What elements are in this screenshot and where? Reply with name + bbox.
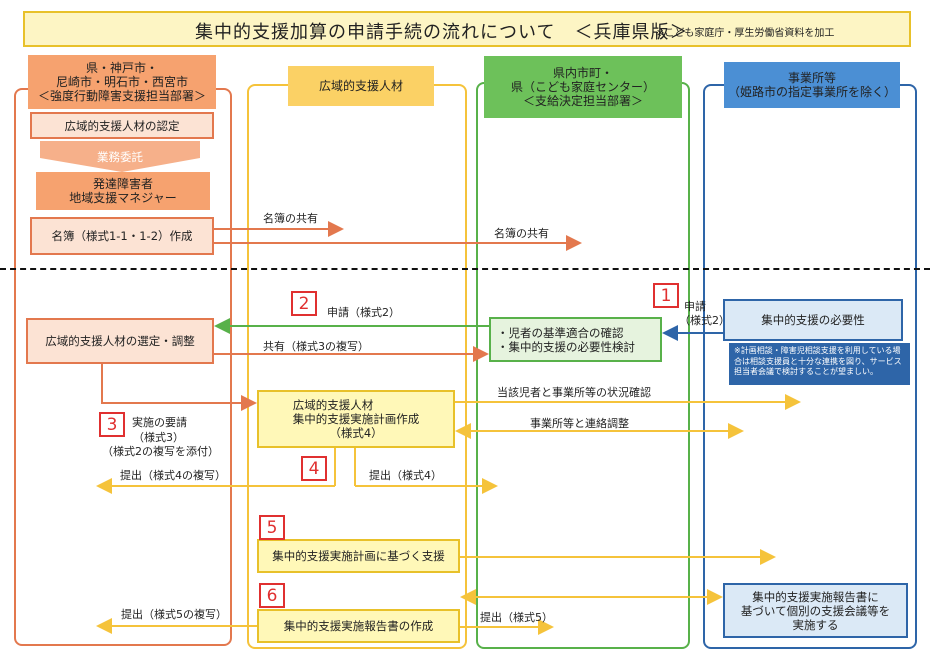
certify-box: 広域的支援人材の認定 bbox=[30, 112, 214, 139]
meeting-box: 集中的支援実施報告書に基づいて個別の支援会議等を実施する bbox=[723, 583, 908, 638]
label-submit-4: 提出（様式4） bbox=[369, 469, 442, 482]
lane-header-prefecture: 県・神戸市・尼崎市・明石市・西宮市＜強度行動障害支援担当部署＞ bbox=[28, 55, 216, 109]
lane-header-municipality: 県内市町・県（こども家庭センター）＜支給決定担当部署＞ bbox=[484, 56, 682, 118]
lane-header-support-staff: 広域的支援人材 bbox=[288, 66, 434, 106]
step-3-badge: 3 bbox=[99, 412, 125, 437]
label-request-3: （様式2の複写を添付） bbox=[102, 445, 219, 458]
label-apply-1a: 申請 bbox=[684, 300, 706, 313]
select-box: 広域的支援人材の選定・調整 bbox=[26, 318, 214, 364]
roster-box: 名簿（様式1-1・1-2）作成 bbox=[30, 217, 214, 255]
phase-divider bbox=[0, 268, 930, 270]
label-submit-5: 提出（様式5） bbox=[480, 611, 553, 624]
check-box: ・児者の基準適合の確認・集中的支援の必要性検討 bbox=[489, 317, 662, 362]
need-note: ※計画相談・障害児相談支援を利用している場合は相談支援員と十分な連携を図り、サー… bbox=[729, 343, 910, 385]
page-title: 集中的支援加算の申請手続の流れについて ＜兵庫県版＞ bbox=[195, 22, 689, 43]
lane-header-provider: 事業所等（姫路市の指定事業所を除く） bbox=[724, 62, 900, 108]
manager-header: 発達障害者地域支援マネジャー bbox=[36, 172, 210, 210]
step-1-badge: 1 bbox=[653, 283, 679, 308]
label-apply-1b: （様式2） bbox=[679, 314, 730, 327]
label-submit-4-copy: 提出（様式4の複写） bbox=[120, 469, 226, 482]
need-box: 集中的支援の必要性 bbox=[723, 299, 903, 341]
label-request-2: （様式3） bbox=[133, 431, 184, 444]
label-apply-2: 申請（様式2） bbox=[327, 306, 400, 319]
title-banner: 集中的支援加算の申請手続の流れについて ＜兵庫県版＞ ※こども家庭庁・厚生労働省… bbox=[23, 11, 911, 47]
step-5-badge: 5 bbox=[259, 515, 285, 540]
trust-label: 業務委託 bbox=[97, 150, 143, 164]
label-share-2: 名簿の共有 bbox=[494, 227, 549, 240]
label-request-1: 実施の要請 bbox=[132, 416, 187, 429]
label-share-3: 共有（様式3の複写） bbox=[263, 340, 369, 353]
label-coord: 事業所等と連絡調整 bbox=[530, 417, 629, 430]
label-status: 当該児者と事業所等の状況確認 bbox=[497, 386, 651, 399]
step-4-badge: 4 bbox=[301, 456, 327, 481]
step-6-badge: 6 bbox=[259, 583, 285, 608]
source-note: ※こども家庭庁・厚生労働省資料を加工 bbox=[656, 28, 835, 39]
plan-box: 広域的支援人材集中的支援実施計画作成（様式4） bbox=[257, 390, 455, 448]
step-2-badge: 2 bbox=[291, 291, 317, 316]
support-box: 集中的支援実施計画に基づく支援 bbox=[257, 539, 460, 573]
label-share-1: 名簿の共有 bbox=[263, 212, 318, 225]
label-submit-5-copy: 提出（様式5の複写） bbox=[121, 608, 227, 621]
report-box: 集中的支援実施報告書の作成 bbox=[257, 609, 460, 643]
